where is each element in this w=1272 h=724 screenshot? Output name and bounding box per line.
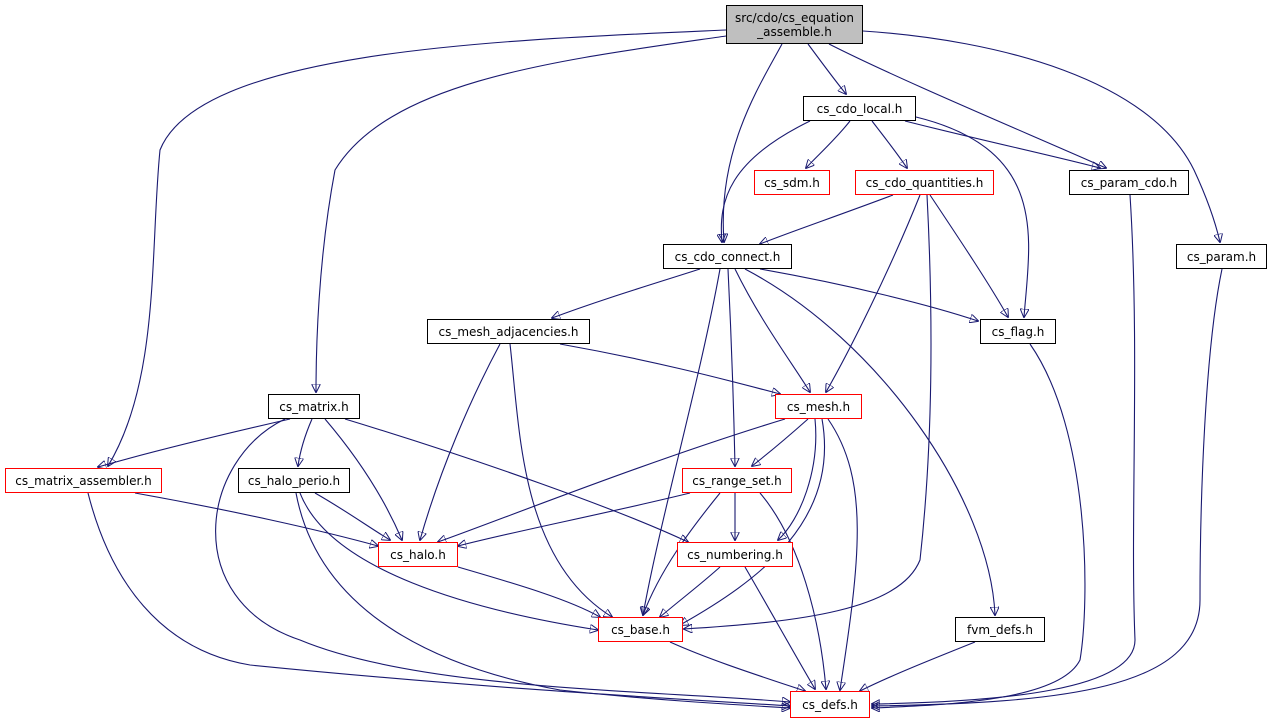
node-cs-halo[interactable]: cs_halo.h — [378, 542, 458, 567]
edge-cs-flag-to-cs-defs — [872, 343, 1086, 708]
edge-cs-matrix-assembler-to-cs-defs — [87, 492, 790, 706]
node-cs-cdo-connect[interactable]: cs_cdo_connect.h — [663, 244, 792, 269]
node-label: cs_range_set.h — [692, 473, 782, 488]
node-cs-matrix[interactable]: cs_matrix.h — [268, 394, 360, 419]
edge-cs-param-to-cs-defs — [872, 268, 1223, 706]
node-label: cs_param_cdo.h — [1080, 175, 1178, 190]
edge-cs-mesh-adjacencies-to-cs-base — [509, 343, 612, 617]
edge-cs-cdo-local-to-cs-cdo-quantities — [871, 120, 907, 168]
node-cs-mesh[interactable]: cs_mesh.h — [775, 394, 862, 419]
node-cs-matrix-assembler[interactable]: cs_matrix_assembler.h — [5, 468, 162, 493]
edge-cs-mesh-adjacencies-to-cs-halo — [420, 343, 501, 540]
edge-cs-cdo-connect-to-cs-flag — [759, 268, 978, 321]
node-cs-halo-perio[interactable]: cs_halo_perio.h — [238, 468, 350, 493]
node-label: cs_mesh_adjacencies.h — [438, 324, 579, 339]
edge-cs-cdo-quantities-to-cs-flag — [929, 194, 1008, 317]
edge-cs-cdo-local-to-cs-param-cdo — [904, 120, 1100, 168]
edge-root-to-cs-matrix-assembler — [108, 29, 727, 466]
edge-cs-cdo-connect-to-cs-base — [643, 268, 721, 615]
edge-cs-base-to-cs-defs — [669, 641, 805, 691]
edge-cs-matrix-to-cs-halo — [324, 418, 402, 540]
node-cs-cdo-quantities[interactable]: cs_cdo_quantities.h — [855, 170, 994, 195]
node-fvm-defs[interactable]: fvm_defs.h — [955, 617, 1045, 642]
node-cs-mesh-adjacencies[interactable]: cs_mesh_adjacencies.h — [427, 319, 590, 344]
node-label: cs_sdm.h — [764, 175, 820, 190]
edge-cs-cdo-quantities-to-cs-cdo-connect — [760, 194, 894, 244]
node-label: cs_mesh.h — [786, 399, 851, 414]
node-cs-param[interactable]: cs_param.h — [1176, 244, 1267, 269]
edge-cs-cdo-connect-to-cs-mesh-adjacencies — [552, 268, 701, 318]
edge-cs-range-set-to-cs-halo — [458, 492, 691, 546]
node-cs-defs[interactable]: cs_defs.h — [790, 691, 870, 718]
edge-cs-cdo-local-to-cs-flag — [915, 116, 1030, 317]
edge-cs-matrix-to-cs-defs — [215, 418, 790, 702]
edge-cs-numbering-to-cs-base — [660, 566, 721, 617]
edge-cs-matrix-to-cs-matrix-assembler — [98, 418, 291, 467]
edge-cs-halo-perio-to-cs-base — [299, 492, 598, 630]
edge-cs-mesh-adjacencies-to-cs-mesh — [559, 343, 780, 394]
edge-root-to-cs-matrix — [316, 35, 727, 392]
node-label: cs_halo.h — [390, 547, 446, 562]
node-cs-cdo-local[interactable]: cs_cdo_local.h — [803, 96, 916, 121]
node-label: cs_halo_perio.h — [247, 473, 341, 488]
edge-cs-mesh-to-cs-halo — [438, 418, 786, 542]
edge-cs-cdo-quantities-to-cs-mesh — [826, 194, 921, 392]
node-label: cs_numbering.h — [687, 547, 783, 562]
node-label: cs_matrix_assembler.h — [15, 473, 152, 488]
edge-cs-mesh-to-cs-base — [680, 418, 826, 625]
edge-cs-mesh-to-cs-range-set — [752, 418, 809, 466]
node-cs-flag[interactable]: cs_flag.h — [980, 319, 1056, 344]
node-label: cs_flag.h — [991, 324, 1045, 339]
node-label: cs_cdo_local.h — [816, 101, 903, 116]
node-cs-range-set[interactable]: cs_range_set.h — [682, 468, 792, 493]
edge-cs-range-set-to-cs-base — [643, 492, 721, 615]
edge-cs-range-set-to-cs-defs — [759, 492, 826, 689]
node-label: cs_cdo_quantities.h — [865, 175, 984, 190]
edge-cs-numbering-to-cs-defs — [744, 566, 815, 689]
edge-cs-cdo-local-to-cs-sdm — [806, 120, 851, 168]
node-cs-base[interactable]: cs_base.h — [598, 617, 683, 642]
edge-fvm-defs-to-cs-defs — [860, 641, 976, 691]
edge-root-to-cs-param — [862, 30, 1220, 242]
node-label: cs_defs.h — [802, 697, 858, 712]
node-label: cs_cdo_connect.h — [674, 249, 781, 264]
node-label: cs_base.h — [611, 622, 670, 637]
edge-root-to-cs-cdo-connect — [723, 43, 783, 242]
node-root: src/cdo/cs_equation _assemble.h — [726, 5, 863, 44]
edge-cs-halo-perio-to-cs-defs — [295, 492, 790, 708]
edge-cs-matrix-to-cs-halo-perio — [298, 418, 313, 466]
edge-cs-matrix-to-cs-numbering — [344, 418, 688, 542]
edge-cs-cdo-local-to-cs-cdo-connect — [721, 120, 811, 242]
node-label: cs_matrix.h — [279, 399, 349, 414]
edge-cs-halo-perio-to-cs-halo — [314, 492, 390, 540]
node-label: src/cdo/cs_equation _assemble.h — [735, 10, 854, 39]
edge-cs-mesh-to-cs-defs — [827, 418, 858, 690]
edge-cs-cdo-quantities-to-cs-base — [684, 194, 932, 629]
node-label: cs_param.h — [1186, 249, 1257, 264]
edge-root-to-cs-cdo-local — [807, 43, 846, 94]
edge-cs-cdo-connect-to-cs-range-set — [727, 268, 735, 466]
node-cs-param-cdo[interactable]: cs_param_cdo.h — [1069, 170, 1189, 195]
node-label: fvm_defs.h — [967, 622, 1033, 637]
edge-cs-cdo-connect-to-cs-mesh — [734, 268, 810, 392]
edge-cs-cdo-connect-to-fvm-defs — [744, 268, 995, 615]
edge-cs-halo-to-cs-base — [457, 566, 600, 617]
edge-root-to-cs-param-cdo — [828, 43, 1106, 168]
node-cs-numbering[interactable]: cs_numbering.h — [677, 542, 793, 567]
node-cs-sdm[interactable]: cs_sdm.h — [754, 170, 830, 195]
edge-cs-matrix-assembler-to-cs-halo — [134, 492, 378, 546]
